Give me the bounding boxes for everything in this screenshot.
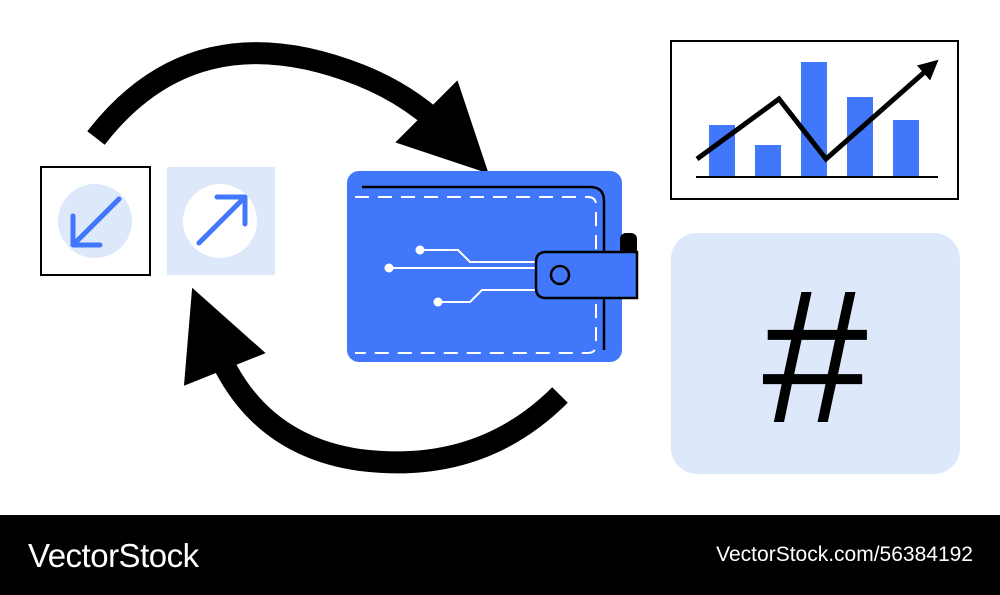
cycle-arrows-icon bbox=[87, 42, 568, 474]
digital-wallet-icon bbox=[347, 171, 639, 362]
wallet-outline bbox=[362, 185, 606, 350]
chart-bar-2 bbox=[755, 145, 781, 177]
circuit-nodes bbox=[384, 245, 443, 307]
arrow-up-right-card bbox=[167, 167, 275, 275]
footer-bar: VectorStock VectorStock.com/56384192 bbox=[0, 515, 1000, 595]
illustration-canvas: # bbox=[40, 40, 960, 474]
wallet-strap bbox=[534, 250, 639, 300]
bottom-arc-arrow bbox=[183, 287, 568, 474]
wallet-strap-shadow bbox=[620, 233, 637, 255]
hashtag-card: # bbox=[671, 233, 960, 474]
arrow-up-right-icon bbox=[196, 194, 248, 246]
bar-chart-trend-icon bbox=[670, 40, 959, 200]
chart-bar-3 bbox=[801, 62, 827, 177]
chart-bar-5 bbox=[893, 120, 919, 177]
brand-logo: VectorStock bbox=[28, 537, 199, 574]
circuit-lines bbox=[389, 249, 540, 303]
chart-trend-line bbox=[695, 59, 939, 163]
wallet-stitching bbox=[355, 196, 597, 354]
wallet-clasp bbox=[549, 264, 571, 286]
hashtag-icon: # bbox=[762, 251, 868, 463]
image-id: VectorStock.com/56384192 bbox=[716, 543, 973, 566]
top-arc-arrow bbox=[87, 42, 489, 174]
arrow-down-left-icon bbox=[70, 196, 122, 248]
arrow-down-left-card bbox=[40, 166, 151, 276]
wallet-body bbox=[347, 171, 622, 362]
